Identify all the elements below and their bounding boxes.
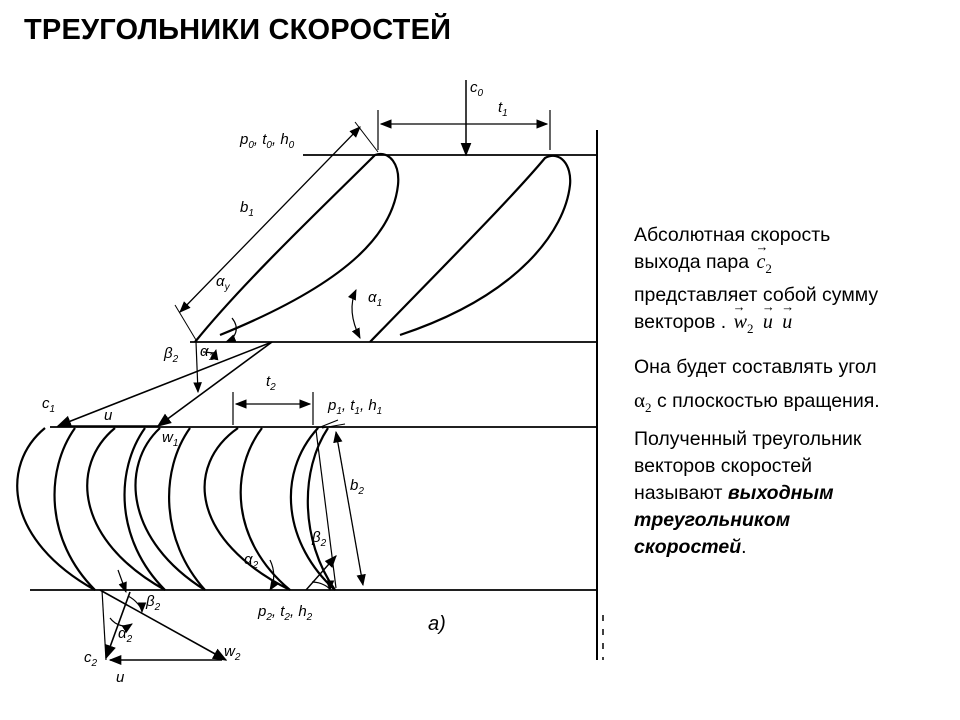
b2-dimension (333, 430, 366, 587)
label-t1: t1 (498, 99, 508, 119)
beta2-bottom-arc (127, 595, 147, 614)
label-b1: b1 (240, 199, 254, 219)
angle-paragraph: Она будет составлять угол α2 с плоскость… (634, 356, 880, 416)
label-b2: b2 (350, 477, 364, 497)
inlet-aux-line (193, 341, 202, 394)
alpha-y-arc (224, 317, 237, 343)
exit-triangle-paragraph: Полученный треугольник векторов скоросте… (634, 428, 862, 558)
rotor-blade (289, 427, 336, 591)
label-c1: c1 (42, 395, 55, 415)
w2-vector (99, 589, 228, 661)
label-u-bottom: u (116, 669, 125, 686)
b1-ext-bottom (174, 304, 197, 341)
absolute-velocity-paragraph: Абсолютная скорость выхода пара c2 предс… (634, 222, 952, 342)
label-alpha-y: αy (216, 273, 231, 293)
label-alpha2-bottom: α2 (118, 625, 133, 645)
page-title: ТРЕУГОЛЬНИКИ СКОРОСТЕЙ (24, 14, 452, 46)
p1-pointer (317, 419, 339, 429)
rotor-blade (16, 427, 96, 591)
and-word: и (761, 293, 775, 336)
alpha2-bottom-arc (109, 617, 133, 633)
rotor-blade (86, 427, 166, 591)
nozzle-blade (194, 152, 400, 343)
b1-dimension (179, 126, 361, 313)
label-alpha1-top: α1 (368, 289, 382, 309)
label-w1: w1 (162, 429, 178, 449)
label-c0: c0 (470, 79, 484, 99)
figure-label: a) (428, 613, 446, 635)
alpha1-mid-arc (202, 348, 219, 361)
w2-symbol: w2 (732, 293, 756, 342)
u-symbol: u (780, 293, 794, 336)
label-alpha1-mid: α1 (200, 343, 214, 363)
beta2-right-vec (305, 555, 337, 591)
c1-vector (56, 341, 273, 427)
alpha2-symbol: α2 (634, 388, 652, 416)
label-u-mid: u (104, 407, 113, 424)
b2-ext-top (321, 423, 346, 429)
c2-symbol: c2 (754, 233, 773, 282)
w1-vector (156, 341, 273, 427)
label-p2-t2-h2: p2, t2, h2 (257, 603, 313, 623)
label-beta2-bottom: β2 (145, 593, 161, 613)
b1-ext-top (354, 121, 379, 153)
label-beta2-left: β2 (163, 345, 179, 365)
alpha1-top-arc (347, 289, 361, 339)
label-beta2-right: β2 (311, 529, 327, 549)
label-p0-t0-h0: p0, t0, h0 (239, 131, 295, 151)
label-c2: c2 (84, 649, 98, 669)
label-p1-t1-h1: p1, t1, h1 (327, 397, 382, 417)
beta2-right-arc (311, 580, 335, 592)
alpha2-right-arc (269, 559, 279, 591)
label-t2: t2 (266, 373, 276, 393)
rotor-blade (203, 427, 291, 591)
nozzle-blade (369, 154, 572, 343)
exit-short-arrow (117, 569, 127, 594)
label-w2: w2 (224, 643, 241, 663)
rotor-blade (134, 427, 206, 591)
label-alpha2-right: α2 (244, 551, 259, 571)
exit-aux-line (101, 589, 107, 661)
b2-chord (315, 429, 337, 589)
